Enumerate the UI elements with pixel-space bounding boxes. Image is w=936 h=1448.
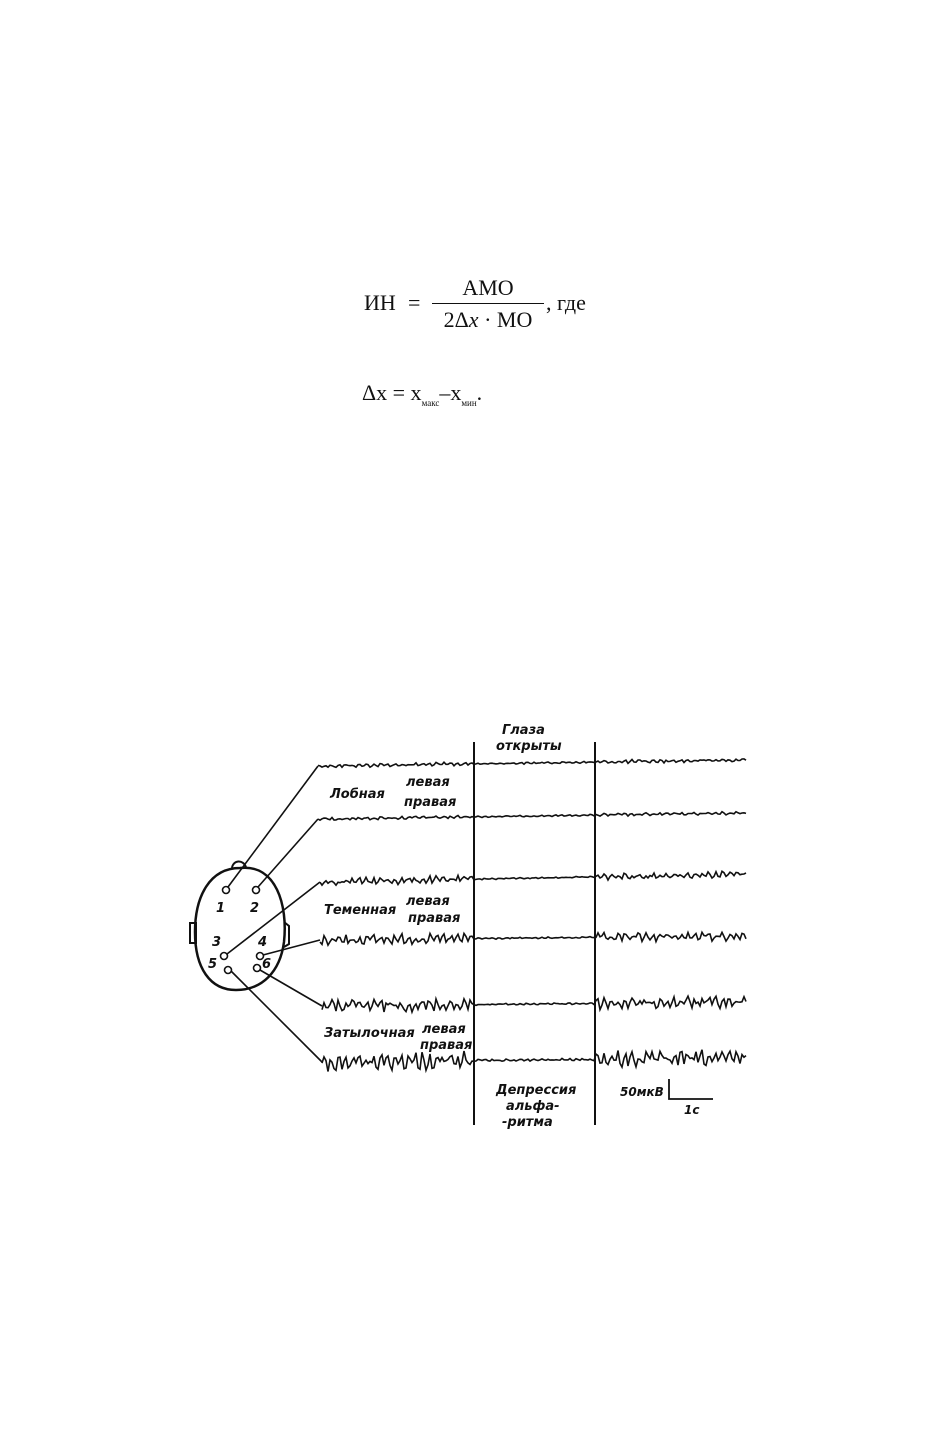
lead-2 (258, 819, 318, 887)
parietal-right-label: правая (408, 911, 460, 926)
electrode-1 (223, 887, 230, 894)
delta-minus: –x (439, 380, 461, 405)
frontal-right-label: правая (404, 795, 456, 810)
lead-4 (263, 940, 320, 955)
scale-bar (669, 1079, 713, 1099)
lead-6 (260, 970, 322, 1006)
frontal-left-label: левая (406, 775, 450, 790)
ear-left-icon (190, 923, 196, 943)
denominator-part-2: x (469, 307, 479, 332)
eeg-trace-parietal-left (320, 871, 746, 885)
electrode-label-6: 6 (262, 957, 271, 972)
eeg-figure: 1 2 3 4 5 6 Глаза открыты Лобная левая п… (180, 700, 760, 1140)
occipital-label: Затылочная (324, 1026, 415, 1041)
parietal-left-label: левая (406, 894, 450, 909)
formula-lhs: ИН (364, 290, 396, 316)
scale-time-label: 1с (684, 1103, 699, 1117)
eeg-trace-parietal-right (320, 932, 746, 945)
eeg-trace-occipital-left (322, 996, 746, 1012)
electrode-3 (221, 953, 228, 960)
frontal-label: Лобная (329, 787, 385, 802)
index-formula: ИН = АМО 2Δx · МО , где (364, 276, 604, 346)
formula-denominator: 2Δx · МО (432, 308, 544, 332)
electrode-label-5: 5 (208, 957, 217, 972)
denominator-part-1: 2Δ (444, 307, 469, 332)
eyes-open-label-line-1: Глаза (502, 723, 545, 738)
formula-tail: , где (546, 290, 586, 316)
occipital-left-label: левая (422, 1022, 466, 1037)
parietal-label: Теменная (324, 903, 396, 918)
fraction-bar (432, 303, 544, 304)
electrode-label-4: 4 (257, 935, 267, 950)
delta-formula: Δx = xмакс–xмин. (362, 380, 482, 408)
eeg-trace-frontal-right (318, 812, 746, 821)
formula-equals: = (408, 290, 420, 316)
alpha-depression-line-3: -ритма (502, 1115, 553, 1130)
lead-5 (231, 971, 322, 1062)
eeg-trace-occipital-right (322, 1050, 746, 1072)
eeg-trace-frontal-left (318, 759, 746, 767)
delta-sub-max: макс (422, 398, 440, 408)
electrode-leads (227, 766, 322, 1062)
formula-numerator: АМО (432, 276, 544, 300)
head-diagram: 1 2 3 4 5 6 (190, 861, 289, 990)
electrode-2 (253, 887, 260, 894)
electrode-6 (254, 965, 261, 972)
occipital-right-label: правая (420, 1038, 472, 1053)
electrode-label-2: 2 (250, 901, 259, 916)
electrode-label-1: 1 (216, 901, 225, 916)
delta-sub-min: мин (461, 398, 476, 408)
electrode-label-3: 3 (212, 935, 221, 950)
alpha-depression-line-1: Депрессия (495, 1083, 576, 1098)
delta-end: . (477, 380, 483, 405)
alpha-depression-line-2: альфа- (506, 1099, 560, 1114)
scale-amplitude-label: 50мкВ (620, 1085, 664, 1099)
formula-fraction: АМО 2Δx · МО (432, 276, 544, 332)
denominator-part-3: · МО (479, 307, 533, 332)
electrode-5 (225, 967, 232, 974)
delta-lhs: Δx = x (362, 380, 422, 405)
eyes-open-label-line-2: открыты (496, 739, 562, 754)
